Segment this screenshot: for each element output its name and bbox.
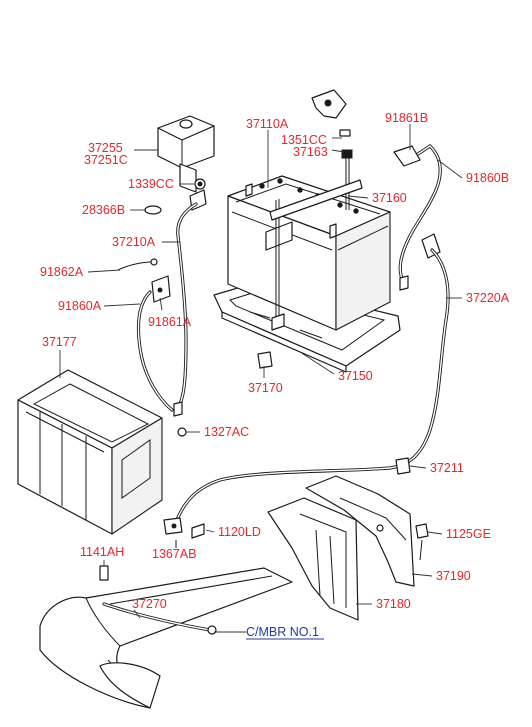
label-37170: 37170 <box>248 381 283 395</box>
label-37177: 37177 <box>42 335 77 349</box>
cross-member <box>39 567 293 709</box>
label-1367AB: 1367AB <box>152 547 196 561</box>
label-1120LD: 1120LD <box>218 525 261 539</box>
terminal-cover <box>311 89 351 137</box>
label-1339CC: 1339CC <box>128 177 174 191</box>
cable-91860A <box>117 258 174 412</box>
label-37163: 37163 <box>293 145 328 159</box>
cable-37210A <box>173 202 198 417</box>
label-37255: 37255 <box>88 141 123 155</box>
label-37220A: 37220A <box>466 291 510 305</box>
label-37150: 37150 <box>338 369 373 383</box>
label-37160: 37160 <box>372 191 407 205</box>
label-91862A: 91862A <box>40 265 84 279</box>
leader-lines <box>59 124 463 619</box>
label-1327AC: 1327AC <box>204 425 249 439</box>
label-37210A: 37210A <box>112 235 156 249</box>
label-37211: 37211 <box>430 461 464 475</box>
label-1125GE: 1125GE <box>446 527 491 541</box>
label-91860B: 91860B <box>466 171 509 185</box>
label-37251C: 37251C <box>84 153 128 167</box>
cable-37220A <box>163 233 450 535</box>
label-37180: 37180 <box>376 597 411 611</box>
hold-down-clamp <box>269 149 363 331</box>
label-28366B: 28366B <box>82 203 125 217</box>
fuse-box-cover <box>157 115 215 193</box>
label-91861B: 91861B <box>385 111 428 125</box>
label-91861A: 91861A <box>148 315 192 329</box>
cable-91860B <box>393 143 442 291</box>
battery <box>227 175 391 331</box>
bracket-37190 <box>305 475 415 587</box>
battery-insulator <box>17 369 163 535</box>
reference-link-cmbr[interactable]: C/MBR NO.1 <box>214 625 324 640</box>
label-1141AH: 1141AH <box>80 545 124 559</box>
reference-link-text[interactable]: C/MBR NO.1 <box>246 625 319 639</box>
label-37110A: 37110A <box>246 117 289 131</box>
label-1351CC: 1351CC <box>281 133 327 147</box>
part-labels: 37110A 1351CC 37163 91861B 37255 37251C … <box>40 111 510 611</box>
bracket-37180 <box>267 497 359 621</box>
label-91860A: 91860A <box>58 299 102 313</box>
label-37190: 37190 <box>436 569 471 583</box>
bolts <box>99 351 429 581</box>
label-37270: 37270 <box>132 597 167 611</box>
